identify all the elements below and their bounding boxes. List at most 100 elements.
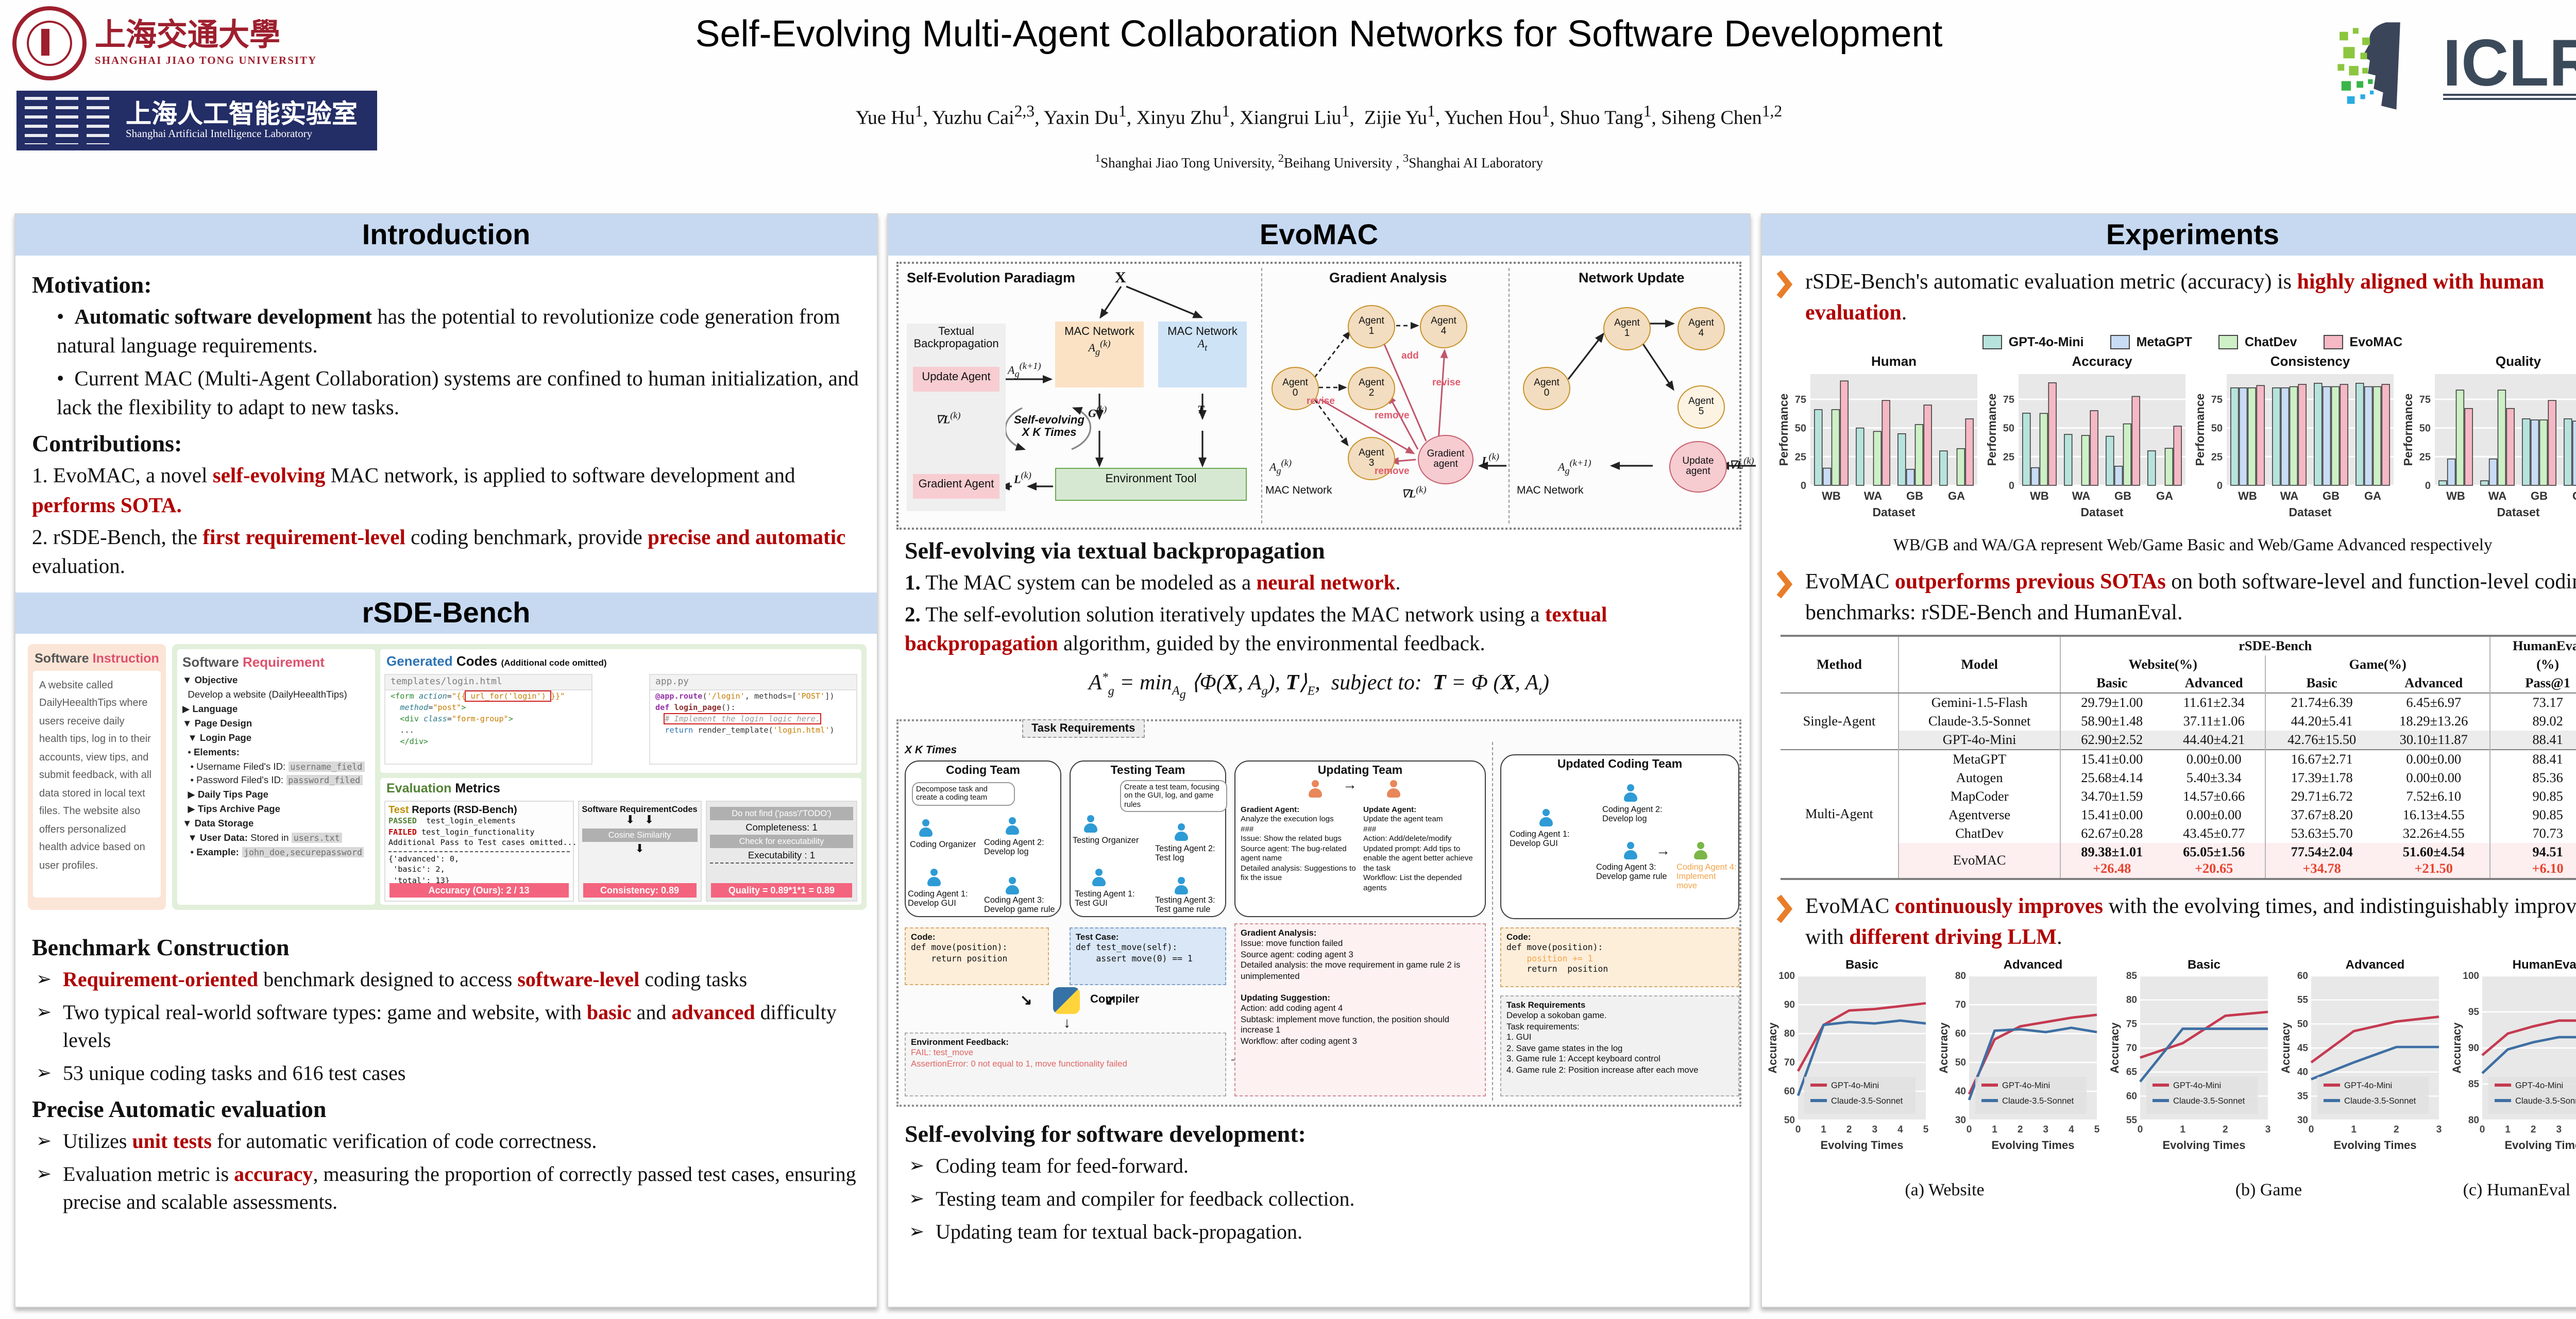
svg-text:Evolving Times: Evolving Times	[2163, 1138, 2246, 1151]
experiment-bullet-2: EvoMAC outperforms previous SOTAs on bot…	[1805, 568, 2576, 625]
legend-swatch	[2324, 334, 2344, 349]
generated-codes-panel: Generated Codes (Additional code omitted…	[380, 649, 861, 773]
svg-text:Evolving Times: Evolving Times	[2334, 1138, 2417, 1151]
updated-agent1-label: Coding Agent 1: Develop GUI	[1510, 829, 1570, 848]
pass-todo-chip: Do not find ('pass'/'TODO')	[709, 806, 853, 820]
chevron-icon	[1776, 266, 1795, 329]
list-item: ▼ Login Page	[182, 732, 252, 743]
code-box: Code:def move(position): return position	[905, 927, 1049, 985]
value-cell: 0.00±0.00	[2163, 749, 2266, 769]
svg-text:Performance: Performance	[2194, 393, 2207, 466]
accuracy-badge: Accuracy (Ours): 2 / 13	[389, 883, 569, 898]
chevron-icon	[1776, 890, 1795, 953]
svg-text:GA: GA	[2364, 489, 2381, 502]
list-item: Action: Add/delete/modify	[1363, 834, 1452, 843]
contributions-title: Contributions:	[32, 431, 182, 457]
list-item: Task Requirements	[1506, 999, 1586, 1010]
list-item: Utilizes unit tests for automatic verifi…	[36, 1128, 860, 1156]
down-arrows-icon: ⬇ ⬇	[625, 814, 654, 826]
ga-mac-network-label: MAC Network	[1265, 484, 1332, 497]
svg-text:GPT-4o-Mini: GPT-4o-Mini	[1831, 1080, 1879, 1090]
svg-text:Basic: Basic	[2188, 957, 2221, 971]
svg-text:25: 25	[1795, 451, 1806, 463]
list-item: Task requirements:	[1506, 1021, 1580, 1031]
svg-text:90: 90	[2468, 1042, 2479, 1053]
sjtu-seal-icon	[12, 6, 87, 80]
s1-title: Self-evolving via textual backpropagatio…	[905, 538, 1325, 564]
value-cell: 65.05±1.56+20.65	[2163, 842, 2266, 880]
svg-text:75: 75	[2003, 394, 2014, 405]
model-cell: MapCoder	[1897, 787, 2061, 806]
software-requirement-panel: Software Requirement ▼ Objective Develop…	[177, 649, 375, 905]
model-cell: ChatDev	[1897, 824, 2061, 843]
list-item: ▼ User Data: Stored in users.txt	[182, 832, 370, 846]
value-cell: 85.36	[2489, 768, 2576, 787]
svg-text:2: 2	[1846, 1124, 1852, 1135]
list-item: Develop a website (DailyHeealthTips)	[182, 689, 347, 700]
revise-label-2: revise	[1307, 396, 1335, 407]
svg-text:50: 50	[1955, 1057, 1966, 1068]
svg-text:GA: GA	[2156, 489, 2173, 502]
svg-text:GPT-4o-Mini: GPT-4o-Mini	[2002, 1080, 2050, 1090]
column-introduction: Introduction Motivation: Automatic softw…	[14, 213, 878, 1308]
network-update-title: Network Update	[1579, 270, 1685, 285]
list-item: </div>	[400, 736, 429, 746]
coding-agent1-label: Coding Agent 1: Develop GUI	[908, 889, 968, 908]
svg-text:WA: WA	[2072, 489, 2091, 502]
svg-text:70: 70	[1784, 1057, 1795, 1068]
svg-text:3: 3	[2556, 1124, 2562, 1135]
sjtu-name-en: SHANGHAI JIAO TONG UNIVERSITY	[95, 55, 317, 66]
col-method: Method	[1781, 635, 1899, 694]
poster-title: Self-Evolving Multi-Agent Collaboration …	[695, 12, 1943, 55]
self-evolution-diagram: Self-Evolution Paradiagm X Textual Backp…	[896, 262, 1756, 530]
svg-text:80: 80	[2468, 1114, 2479, 1125]
requirement-codes-panel: Software Requirement ▼ Objective Develop…	[172, 644, 867, 910]
testing-agent1-icon	[1091, 868, 1107, 886]
value-cell: 32.26±4.55	[2402, 825, 2465, 841]
testing-agent3-label: Testing Agent 3: Test game rule	[1155, 895, 1215, 914]
list-item: {'advanced': 0,	[388, 854, 460, 864]
evomac-header: EvoMAC	[888, 214, 1750, 256]
s1-point-2: 2. The self-evolution solution iterative…	[905, 603, 1607, 656]
list-item: assert move(0) == 1	[1076, 953, 1193, 963]
list-item: return position	[1506, 963, 1608, 974]
svg-text:0: 0	[2217, 480, 2223, 492]
svg-text:3: 3	[2265, 1124, 2271, 1135]
list-item: Environment Feedback:	[911, 1036, 1009, 1047]
arrow-icon: ↘	[1020, 991, 1032, 1008]
t-label: T	[1197, 404, 1205, 416]
poster-authors: Yue Hu1, Yuzhu Cai2,3, Yaxin Du1, Xinyu …	[855, 103, 1783, 129]
ailab-name-cn: 上海人工智能实验室	[126, 100, 358, 129]
svg-text:1: 1	[1992, 1124, 1997, 1135]
svg-text:55: 55	[2126, 1114, 2138, 1125]
testing-agent3-icon	[1174, 876, 1189, 894]
list-item: def move(position):	[1506, 942, 1603, 953]
list-item: Code:	[911, 931, 936, 942]
test-reports-title: Test Reports (RSD-Bench)	[388, 804, 517, 816]
list-item: • Password Filed's ID: password_filed	[182, 774, 370, 789]
svg-text:Performance: Performance	[1777, 393, 1790, 466]
svg-text:2: 2	[2531, 1124, 2536, 1135]
svg-text:2: 2	[2394, 1124, 2399, 1135]
gradient-agent-box: Gradient Agent	[913, 474, 999, 499]
svg-text:50: 50	[1784, 1114, 1795, 1125]
svg-text:GPT-4o-Mini: GPT-4o-Mini	[2344, 1080, 2392, 1090]
list-item: position += 1	[1506, 953, 1593, 963]
svg-text:Evolving Times: Evolving Times	[2505, 1138, 2576, 1151]
list-item: FAIL: test_move	[911, 1047, 974, 1058]
svg-text:Evolving Times: Evolving Times	[1821, 1138, 1904, 1151]
list-item: Detailed analysis: Suggestions to fix th…	[1241, 863, 1356, 883]
svg-text:3: 3	[1872, 1124, 1878, 1135]
model-cell: GPT-4o-Mini	[1897, 730, 2061, 750]
list-item: 'basic': 2,	[388, 865, 445, 874]
legend-item: EvoMAC	[2324, 334, 2402, 349]
